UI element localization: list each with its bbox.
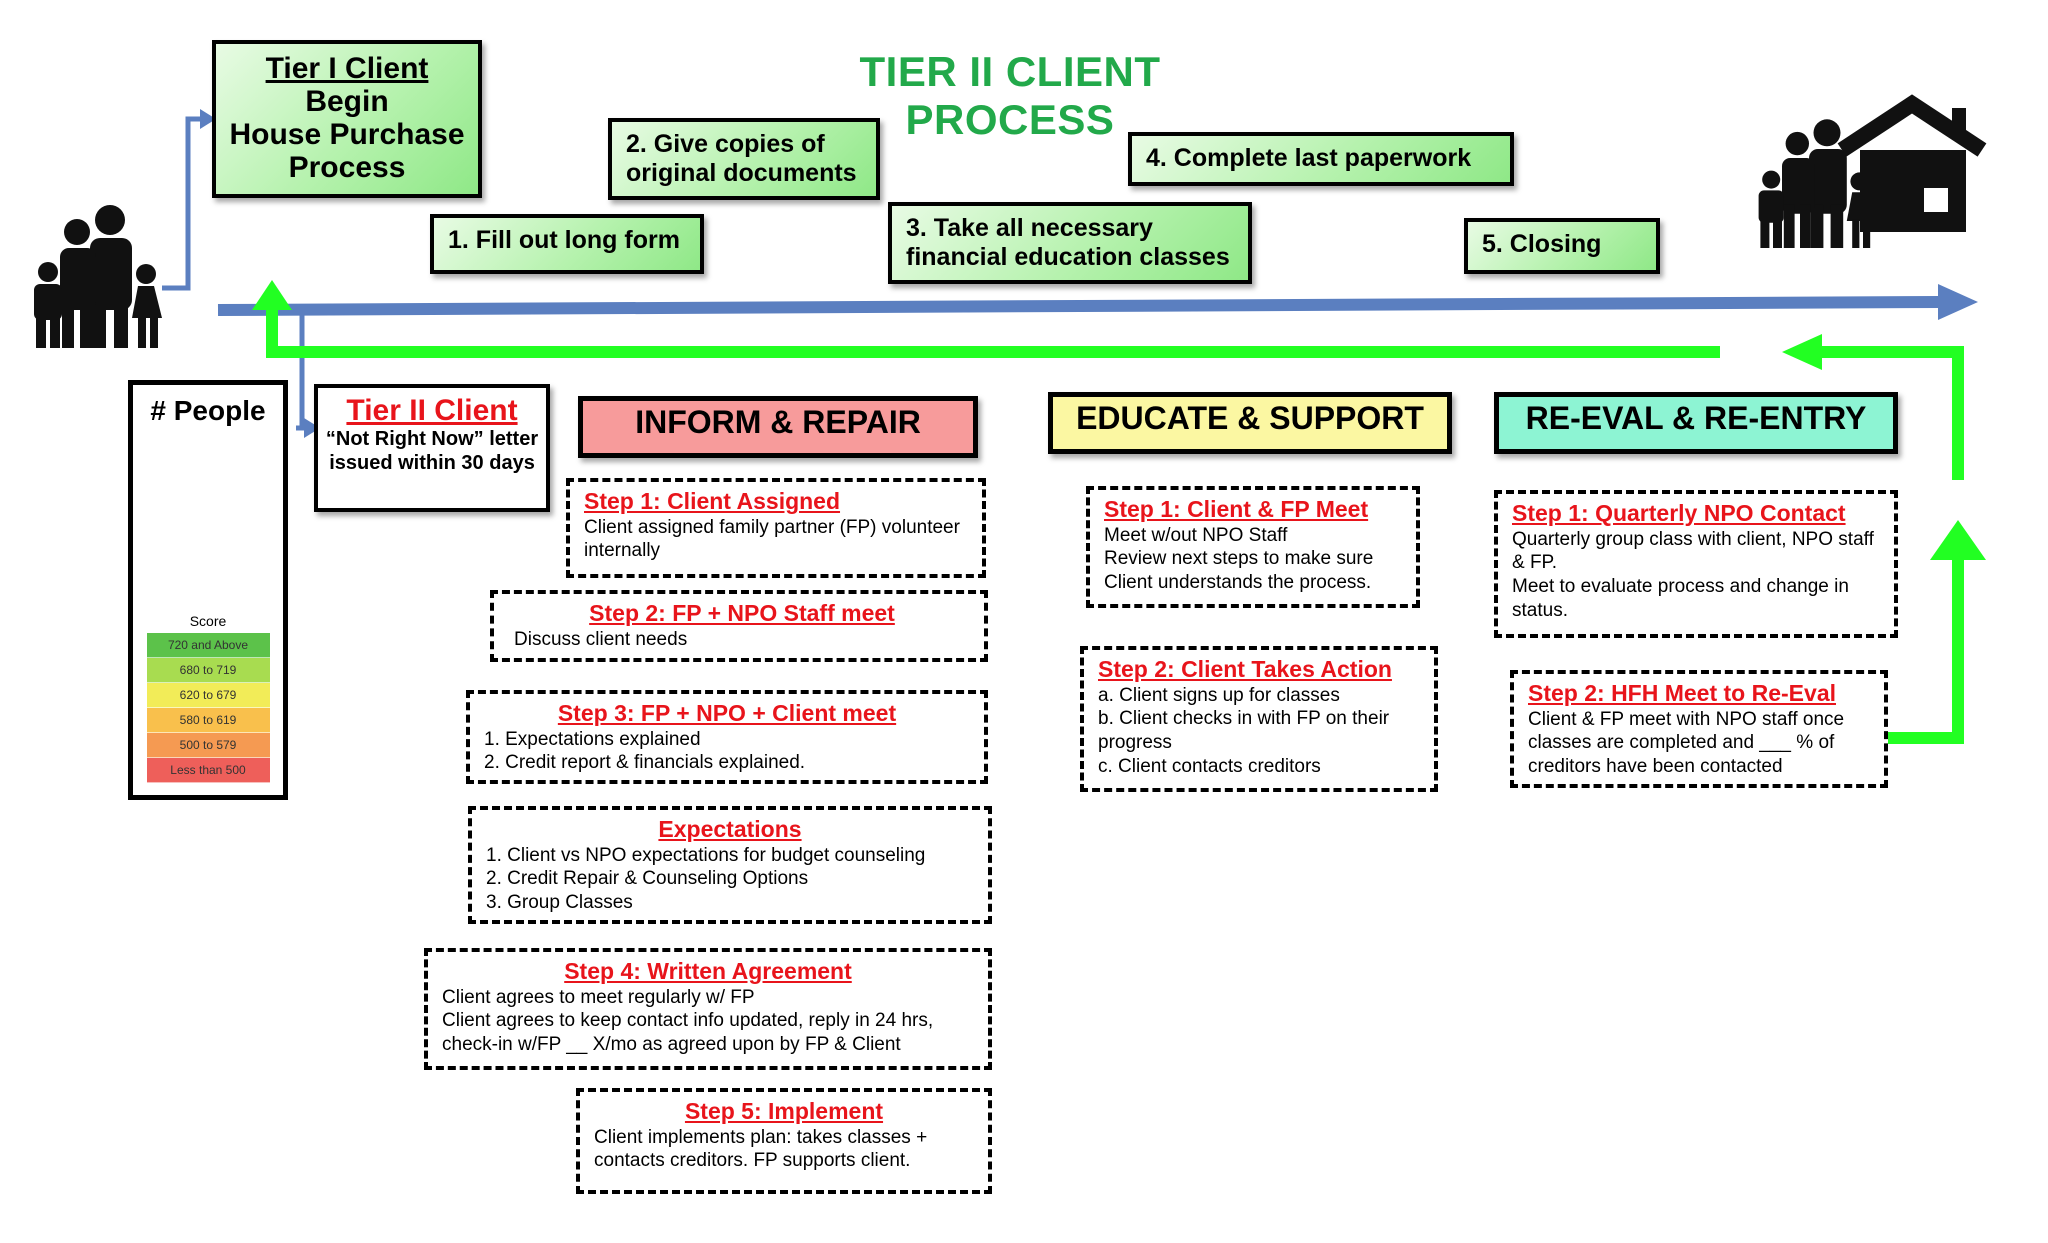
box-text: Meet w/out NPO Staff — [1104, 524, 1288, 546]
box-text: Client agrees to meet regularly w/ FP — [442, 986, 755, 1008]
box-text: 1. Client vs NPO expectations for budget… — [486, 844, 926, 866]
score-range: 500 to 579 — [146, 732, 270, 758]
inform-step-3-box: Step 3: FP + NPO + Client meet 1. Expect… — [466, 690, 988, 784]
educate-step-1-box: Step 1: Client & FP Meet Meet w/out NPO … — [1086, 486, 1420, 608]
process-step-1: 1. Fill out long form — [430, 214, 704, 274]
box-title: Step 1: Quarterly NPO Contact — [1512, 500, 1846, 526]
re-entry-arrow — [1888, 520, 1986, 744]
box-text: Meet to evaluate process and change in s… — [1512, 576, 1849, 621]
reeval-step-2-box: Step 2: HFH Meet to Re-Eval Client & FP … — [1510, 670, 1888, 788]
box-title: Step 2: Client Takes Action — [1098, 656, 1392, 682]
score-range: Less than 500 — [146, 757, 270, 783]
process-step-3: 3. Take all necessary financial educatio… — [888, 202, 1252, 284]
reeval-step-1-box: Step 1: Quarterly NPO Contact Quarterly … — [1494, 490, 1898, 638]
process-step-4: 4. Complete last paperwork — [1128, 132, 1514, 186]
box-text: b. Client checks in with FP on their pro… — [1098, 708, 1390, 754]
tier1-title: Tier I Client — [265, 52, 429, 85]
box-text: 2. Credit Repair & Counseling Options — [486, 868, 809, 890]
inform-step-4-box: Step 4: Written Agreement Client agrees … — [424, 948, 992, 1070]
tier1-line: Begin — [305, 85, 389, 118]
page-title: TIER II CLIENT PROCESS — [859, 48, 1161, 143]
tier2-title: Tier II Client — [346, 394, 518, 427]
score-row: 680 to 719 — [146, 657, 270, 683]
reeval-reentry-header: RE-EVAL & RE-ENTRY — [1494, 392, 1898, 454]
box-title: Step 1: Client Assigned — [584, 488, 841, 514]
score-range: 720 and Above — [146, 633, 270, 658]
box-title: Step 5: Implement — [684, 1098, 884, 1124]
box-text: Client agrees to keep contact info updat… — [442, 1010, 934, 1056]
box-text: 2. Credit report & financials explained. — [484, 752, 806, 774]
box-text: 3. Group Classes — [486, 892, 633, 914]
house-icon — [1837, 94, 1987, 232]
box-text: Review next steps to make sure Client un… — [1104, 548, 1374, 594]
score-label: Score — [189, 613, 227, 629]
inform-step-5-box: Step 5: Implement Client implements plan… — [576, 1088, 992, 1194]
score-row: 580 to 619 — [146, 707, 270, 733]
educate-step-2-box: Step 2: Client Takes Action a. Client si… — [1080, 646, 1438, 792]
expectations-box: Expectations 1. Client vs NPO expectatio… — [468, 806, 992, 924]
inform-step-2-box: Step 2: FP + NPO Staff meet Discuss clie… — [490, 590, 988, 662]
tier1-client-box: Tier I Client Begin House Purchase Proce… — [212, 40, 482, 198]
box-text: Quarterly group class with client, NPO s… — [1512, 528, 1874, 574]
to-tier1-arrow — [162, 109, 216, 291]
inform-repair-header: INFORM & REPAIR — [578, 396, 978, 458]
educate-support-header: EDUCATE & SUPPORT — [1048, 392, 1452, 454]
box-text: 1. Expectations explained — [484, 728, 701, 750]
timeline-arrow — [217, 284, 1978, 320]
tier1-line: House Purchase — [229, 118, 465, 151]
score-range: 620 to 679 — [146, 682, 270, 708]
box-title: Step 3: FP + NPO + Client meet — [557, 700, 897, 726]
box-title: Step 4: Written Agreement — [564, 958, 852, 984]
inform-step-1-box: Step 1: Client Assigned Client assigned … — [566, 478, 986, 578]
people-title: # People — [150, 395, 266, 426]
score-row: 720 and Above — [146, 633, 270, 658]
family-icon — [34, 205, 162, 348]
score-row: Less than 500 — [146, 757, 270, 783]
score-range: 680 to 719 — [146, 657, 270, 683]
box-text: c. Client contacts creditors — [1098, 755, 1321, 777]
box-title: Expectations — [658, 816, 802, 842]
box-title: Step 1: Client & FP Meet — [1104, 496, 1369, 522]
box-title: Step 2: FP + NPO Staff meet — [589, 600, 895, 626]
tier2-client-box: Tier II Client “Not Right Now” letter is… — [314, 384, 550, 512]
tier1-line: Process — [288, 151, 406, 184]
dollar-hand-spacer — [133, 427, 283, 613]
box-text: Client & FP meet with NPO staff once cla… — [1528, 708, 1845, 778]
box-text: a. Client signs up for classes — [1098, 684, 1340, 706]
box-title: Step 2: HFH Meet to Re-Eval — [1528, 680, 1836, 706]
process-step-2: 2. Give copies of original documents — [608, 118, 880, 200]
box-text: Discuss client needs — [514, 628, 688, 650]
process-step-5: 5. Closing — [1464, 218, 1660, 274]
score-row: 620 to 679 — [146, 682, 270, 708]
return-loop-arrow — [252, 280, 1964, 480]
score-row: 500 to 579 — [146, 732, 270, 758]
box-text: Client implements plan: takes classes + … — [594, 1126, 928, 1172]
score-range: 580 to 619 — [146, 707, 270, 733]
box-text: Client assigned family partner (FP) volu… — [584, 516, 960, 562]
tier2-description: “Not Right Now” letter issued within 30 … — [325, 428, 539, 474]
